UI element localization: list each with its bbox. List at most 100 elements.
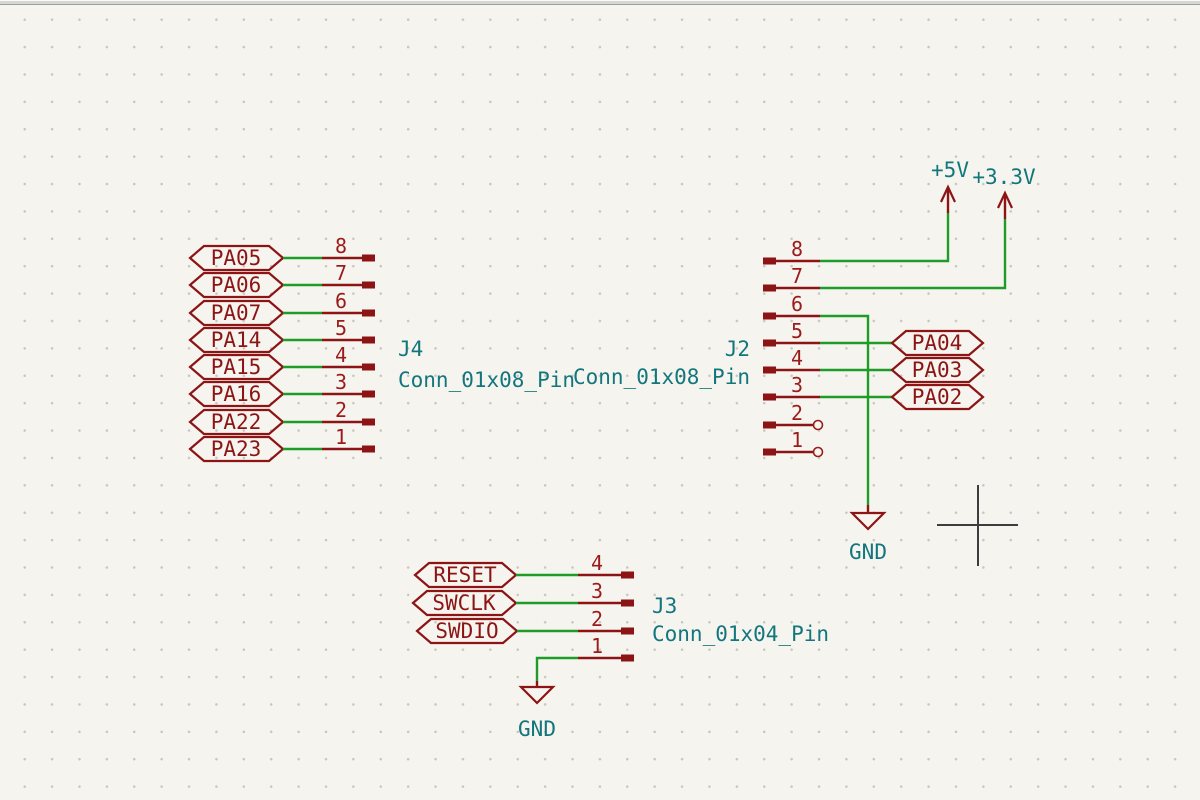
j4-row-pin8[interactable]: PA05 8 [188, 234, 375, 272]
wire-to-gnd[interactable] [820, 314, 870, 505]
power-symbol-gnd-right[interactable]: GND [849, 505, 887, 564]
pin-number: 3 [591, 579, 603, 603]
power-arrow-icon [940, 184, 956, 203]
pin-number: 4 [335, 343, 347, 367]
j3-row-pin2[interactable]: SWDIO 2 [415, 607, 634, 645]
global-label-text[interactable]: PA06 [211, 273, 262, 297]
pin-stub [362, 309, 375, 317]
j2-row-pin5[interactable]: 5 PA04 [763, 319, 985, 357]
wire-to-3v3[interactable] [820, 219, 1007, 290]
j2-row-pin3[interactable]: 3 PA02 [763, 373, 985, 411]
pin-stub [362, 281, 375, 289]
j4-row-pin4[interactable]: PA15 4 [188, 343, 375, 381]
j4-row-pin7[interactable]: PA06 7 [188, 261, 375, 299]
j4-row-pin1[interactable]: PA23 1 [188, 425, 375, 463]
wire-to-gnd[interactable] [535, 656, 578, 681]
j4-row-pin6[interactable]: PA07 6 [188, 289, 375, 327]
pin-stub [763, 421, 776, 429]
j4-value[interactable]: Conn_01x08_Pin [398, 368, 575, 392]
j4-reference[interactable]: J4 [398, 337, 423, 361]
j2-row-pin2[interactable]: 2 [763, 401, 824, 431]
gnd-triangle-icon [849, 511, 887, 531]
global-label-shape[interactable] [890, 383, 985, 411]
j3-value[interactable]: Conn_01x04_Pin [652, 622, 829, 646]
pin-stub [621, 571, 634, 579]
global-label-text[interactable]: PA14 [211, 328, 262, 352]
power-symbol-3v3[interactable]: +3.3V [972, 165, 1036, 219]
pin-stub [621, 599, 634, 607]
j3-row-pin3[interactable]: SWCLK 3 [411, 579, 634, 617]
pin-stub [763, 448, 776, 456]
power-label[interactable]: GND [849, 540, 887, 564]
unconnected-pin-marker [812, 446, 824, 458]
pin-number: 7 [791, 264, 803, 288]
pin-number: 8 [335, 234, 347, 258]
connector-j2[interactable]: 8 7 6 5 PA04 [573, 213, 1007, 505]
pin-stub [362, 445, 375, 453]
global-label-text[interactable]: PA03 [912, 358, 963, 382]
j3-reference[interactable]: J3 [652, 594, 677, 618]
global-label-text[interactable]: PA15 [211, 355, 262, 379]
pin-stub [362, 418, 375, 426]
pin-number: 3 [335, 370, 347, 394]
power-symbol-5v[interactable]: +5V [931, 158, 969, 213]
global-label-text[interactable]: PA23 [211, 437, 262, 461]
pin-number: 2 [335, 398, 347, 422]
pin-number: 1 [791, 428, 803, 452]
power-symbol-gnd-bottom[interactable]: GND [518, 656, 578, 741]
global-label-text[interactable]: PA04 [912, 331, 963, 355]
pin-stub [763, 366, 776, 374]
wire-to-5v[interactable] [820, 213, 950, 263]
pin-number: 2 [791, 401, 803, 425]
pin-stub [621, 654, 634, 662]
pin-number: 3 [791, 373, 803, 397]
pin-stub [362, 336, 375, 344]
j2-row-pin6[interactable]: 6 [763, 292, 870, 505]
global-label-text[interactable]: PA07 [211, 301, 262, 325]
j2-reference[interactable]: J2 [725, 337, 750, 361]
pin-number: 5 [335, 316, 347, 340]
pin-number: 8 [791, 237, 803, 261]
pin-number: 7 [335, 261, 347, 285]
global-label-text[interactable]: SWCLK [432, 591, 496, 615]
connector-j3[interactable]: RESET 4 SWCLK 3 SWDIO 2 [411, 551, 829, 662]
j4-row-pin2[interactable]: PA22 2 [188, 398, 375, 436]
j2-value[interactable]: Conn_01x08_Pin [573, 365, 750, 389]
global-label-text[interactable]: PA22 [211, 410, 262, 434]
pin-stub [763, 284, 776, 292]
unconnected-pin-marker [812, 419, 824, 431]
pin-number: 4 [591, 551, 603, 575]
power-label[interactable]: +5V [931, 158, 969, 182]
j4-row-pin3[interactable]: PA16 3 [188, 370, 375, 408]
j2-row-pin8[interactable]: 8 [763, 213, 950, 265]
global-label-text[interactable]: PA16 [211, 382, 262, 406]
pin-number: 4 [791, 346, 803, 370]
cursor-crosshair [937, 485, 1018, 566]
connector-j4[interactable]: PA05 8 PA06 7 PA07 [188, 234, 575, 463]
global-label-text[interactable]: PA05 [211, 246, 262, 270]
j3-row-pin4[interactable]: RESET 4 [413, 551, 634, 589]
pin-number: 6 [335, 289, 347, 313]
pin-stub [362, 390, 375, 398]
power-arrow-icon [997, 190, 1013, 209]
j2-row-pin1[interactable]: 1 [763, 428, 824, 458]
j4-row-pin5[interactable]: PA14 5 [188, 316, 375, 354]
j2-row-pin4[interactable]: 4 PA03 [763, 346, 985, 384]
j2-row-pin7[interactable]: 7 [763, 219, 1007, 292]
global-label-shape[interactable] [890, 356, 985, 384]
global-label-text[interactable]: PA02 [912, 385, 963, 409]
window-top-edge [0, 0, 1200, 5]
j3-row-pin1[interactable]: 1 [578, 634, 634, 662]
global-label-text[interactable]: RESET [433, 563, 497, 587]
global-label-shape[interactable] [890, 329, 985, 357]
gnd-triangle-icon [518, 685, 556, 705]
power-label[interactable]: GND [518, 717, 556, 741]
global-label-text[interactable]: SWDIO [435, 619, 498, 643]
power-label[interactable]: +3.3V [972, 165, 1036, 189]
pin-stub [763, 312, 776, 320]
pin-stub [362, 254, 375, 262]
pin-number: 6 [791, 292, 803, 316]
pin-number: 1 [591, 634, 603, 658]
